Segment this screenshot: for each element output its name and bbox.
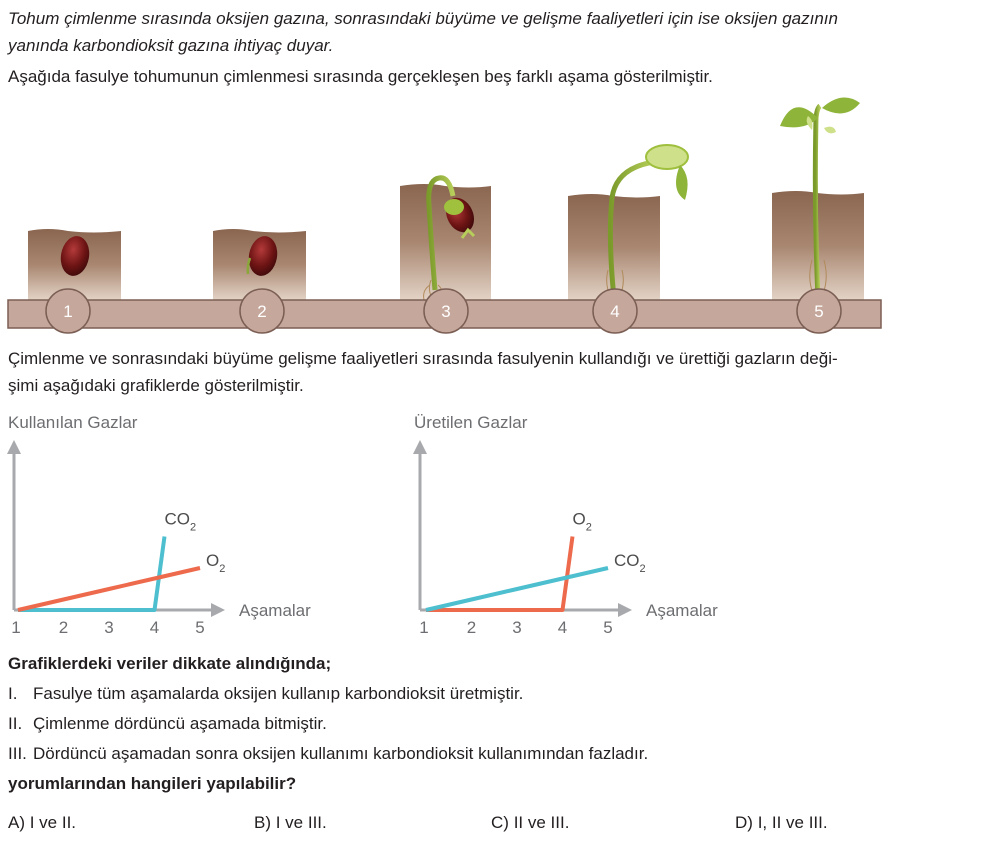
stage-marker-5: [796, 288, 842, 334]
chart-1-line-co2: [18, 536, 167, 612]
stage-label-2: 2: [257, 302, 266, 321]
chart-1-series-label-o2: O2: [206, 551, 225, 575]
statement-3-number: III.: [8, 744, 27, 763]
stage-marker-3: [423, 288, 469, 334]
stage-label-3: 3: [441, 302, 450, 321]
chart-2-series-label-o2: O2: [573, 510, 592, 534]
chart-2-x-label: Aşamalar: [646, 601, 718, 620]
chart-2-x-tick-1: 1: [419, 618, 428, 637]
question-prompt: yorumlarından hangileri yapılabilir?: [8, 774, 297, 793]
stage-label-4: 4: [610, 302, 619, 321]
stage-marker-2: [239, 288, 285, 334]
option-d-label: D): [735, 813, 753, 832]
statement-1-number: I.: [8, 684, 18, 703]
option-a-label: A): [8, 813, 25, 832]
chart-1-x-label: Aşamalar: [239, 601, 311, 620]
chart-1-x-tick-4: 4: [150, 618, 159, 637]
option-c[interactable]: C) II ve III.: [491, 812, 569, 834]
statement-2-number: II.: [8, 714, 23, 733]
chart-2-x-tick-2: 2: [467, 618, 476, 637]
radicle-2: [246, 257, 252, 275]
chart-2-x-tick-5: 5: [603, 618, 612, 637]
soil-block-5: [772, 191, 864, 300]
option-d[interactable]: D) I, II ve III.: [735, 812, 828, 834]
bean-seed-2: [248, 236, 278, 276]
stage-label-5: 5: [814, 302, 823, 321]
chart-2-y-arrow: [413, 440, 427, 454]
sprout-4: [601, 144, 689, 306]
chart-2-title: Üretilen Gazlar: [414, 413, 528, 432]
middle-line-1: Çimlenme ve sonrasındaki büyüme gelişme …: [8, 349, 838, 368]
chart-2-x-arrow: [618, 603, 632, 617]
option-b[interactable]: B) I ve III.: [254, 812, 327, 834]
stage-label-1: 1: [63, 302, 72, 321]
option-b-text: I ve III.: [275, 813, 327, 832]
soil-block-4: [568, 194, 660, 300]
intro-line-1: Tohum çimlenme sırasında oksijen gazına,…: [8, 9, 838, 28]
option-a[interactable]: A) I ve II.: [8, 812, 76, 834]
chart-1-x-arrow: [211, 603, 225, 617]
chart-1-series-label-co2: CO2: [165, 510, 197, 534]
statement-3-text: Dördüncü aşamadan sonra oksijen kullanım…: [33, 744, 649, 763]
statement-2-text: Çimlenme dördüncü aşamada bitmiştir.: [33, 714, 327, 733]
soil-block-3: [400, 184, 491, 300]
soil-block-2: [213, 229, 306, 300]
chart-1-x-tick-1: 1: [11, 618, 20, 637]
option-c-text: II ve III.: [513, 813, 570, 832]
chart-2-line-o2: [426, 536, 575, 612]
chart-2-x-tick-4: 4: [558, 618, 567, 637]
intro-line-2: yanında karbondioksit gazına ihtiyaç duy…: [8, 36, 334, 55]
option-c-label: C): [491, 813, 509, 832]
plant-5: [780, 97, 860, 305]
chart-1-x-tick-2: 2: [59, 618, 68, 637]
intro-line-3: Aşağıda fasulye tohumunun çimlenmesi sır…: [8, 67, 713, 86]
middle-line-2: şimi aşağıdaki grafiklerde gösterilmişti…: [8, 376, 304, 395]
chart-1-x-tick-3: 3: [104, 618, 113, 637]
chart-2-series-label-co2: CO2: [614, 551, 646, 575]
sprout-3: [423, 175, 476, 301]
bean-seed-1: [60, 236, 90, 276]
chart-2-line-co2: [425, 566, 609, 612]
option-a-text: I ve II.: [29, 813, 77, 832]
question-stem: Grafiklerdeki veriler dikkate alındığınd…: [8, 654, 332, 673]
chart-1-title: Kullanılan Gazlar: [8, 413, 138, 432]
chart-1-y-arrow: [7, 440, 21, 454]
option-b-label: B): [254, 813, 271, 832]
soil-block-1: [28, 229, 121, 300]
option-d-text: I, II ve III.: [757, 813, 828, 832]
statement-1-text: Fasulye tüm aşamalarda oksijen kullanıp …: [33, 684, 524, 703]
stage-base-bar: [7, 299, 882, 329]
chart-1-line-o2: [17, 566, 201, 612]
chart-1-x-tick-5: 5: [195, 618, 204, 637]
stage-marker-1: [45, 288, 91, 334]
stage-marker-4: [592, 288, 638, 334]
chart-2-x-tick-3: 3: [512, 618, 521, 637]
